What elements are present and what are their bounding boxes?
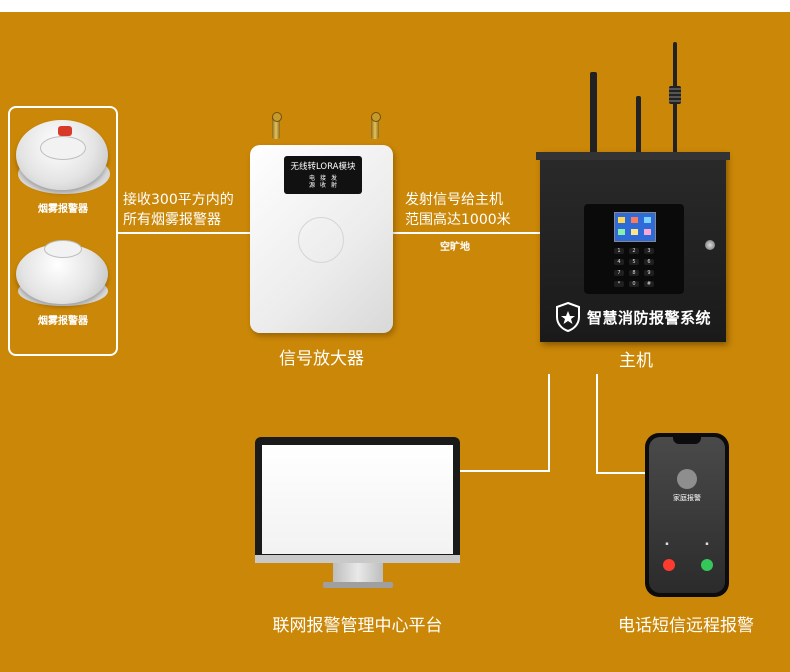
- link-host-note: 空旷地: [440, 242, 470, 253]
- detector-red-indicator: [58, 126, 72, 136]
- wire-host-platform-horizontal: [460, 470, 550, 472]
- monitor: [255, 437, 460, 563]
- host-antenna-2: [636, 96, 641, 154]
- smoke-detector-bottom-vent: [44, 240, 82, 258]
- wire-host-platform-vertical: [548, 374, 550, 472]
- amplifier-antenna-left-tip: [272, 112, 282, 122]
- host-top-edge: [536, 152, 730, 160]
- host-key-0[interactable]: 0: [629, 281, 639, 287]
- amplifier-antenna-left: [272, 117, 280, 139]
- host-key-2[interactable]: 2: [629, 248, 639, 254]
- host-key-star[interactable]: *: [614, 281, 624, 287]
- mobile-phone: 家庭报警 ▪ ▪: [645, 433, 729, 597]
- host-key-9[interactable]: 9: [644, 270, 654, 276]
- detector-label-bottom: 烟雾报警器: [38, 316, 88, 327]
- amplifier-indicator-receive: 接收: [319, 175, 326, 189]
- phone-notch: [673, 437, 701, 444]
- amplifier-screen: 无线转LORA模块 电源 接收 发射: [284, 156, 362, 194]
- detector-label-top: 烟雾报警器: [38, 204, 88, 215]
- top-border: [0, 0, 790, 12]
- host-brand-title: 智慧消防报警系统: [587, 309, 712, 327]
- host-key-1[interactable]: 1: [614, 248, 624, 254]
- host-control-panel: 1 2 3 4 5 6 7 8 9 * 0 #: [584, 204, 684, 294]
- host-brand-badge: 智慧消防报警系统: [555, 302, 713, 334]
- link-host-line1: 发射信号给主机: [405, 192, 503, 208]
- host-key-6[interactable]: 6: [644, 259, 654, 265]
- host-antenna-3-coil: [669, 86, 681, 104]
- host-unit: 1 2 3 4 5 6 7 8 9 * 0 # 智慧消防报警系统: [540, 152, 726, 342]
- detector-panel: 烟雾报警器 烟雾报警器: [8, 106, 118, 356]
- amplifier-antenna-right: [371, 117, 379, 139]
- amplifier-indicator-power: 电源: [308, 175, 315, 189]
- wire-host-phone-horizontal: [596, 472, 646, 474]
- shield-icon: [556, 302, 580, 332]
- host-key-7[interactable]: 7: [614, 270, 624, 276]
- wire-amplifier-host: [393, 232, 540, 234]
- amplifier-caption: 信号放大器: [279, 349, 364, 369]
- host-key-5[interactable]: 5: [629, 259, 639, 265]
- host-lcd-display: [614, 212, 656, 242]
- phone-screen: 家庭报警 ▪ ▪: [649, 437, 725, 593]
- host-caption: 主机: [619, 351, 653, 371]
- host-key-8[interactable]: 8: [629, 270, 639, 276]
- monitor-screen: [262, 445, 453, 554]
- caller-avatar: [677, 469, 697, 489]
- host-antenna-1: [590, 72, 597, 154]
- link-host-line2: 范围高达1000米: [405, 212, 511, 228]
- decline-call-button[interactable]: [663, 559, 675, 571]
- host-lock-icon: [705, 240, 715, 250]
- signal-amplifier: 无线转LORA模块 电源 接收 发射: [250, 145, 393, 333]
- amplifier-logo-circle: [298, 217, 344, 263]
- monitor-stand: [333, 563, 383, 583]
- phone-small-icon-left: ▪: [665, 541, 669, 547]
- platform-caption: 联网报警管理中心平台: [272, 616, 443, 636]
- monitor-foot: [323, 582, 393, 588]
- host-key-4[interactable]: 4: [614, 259, 624, 265]
- amplifier-antenna-right-tip: [371, 112, 381, 122]
- link-amp-line2: 所有烟雾报警器: [123, 212, 221, 228]
- amplifier-indicator-transmit: 发射: [330, 175, 337, 189]
- link-amp-line1: 接收300平方内的: [123, 192, 234, 208]
- host-key-3[interactable]: 3: [644, 248, 654, 254]
- phone-small-icon-right: ▪: [705, 541, 709, 547]
- wire-detectors-amplifier: [116, 232, 250, 234]
- accept-call-button[interactable]: [701, 559, 713, 571]
- amplifier-screen-title: 无线转LORA模块: [290, 162, 356, 172]
- caller-name: 家庭报警: [673, 494, 701, 502]
- phone-caption: 电话短信远程报警: [618, 616, 754, 636]
- wire-host-phone-vertical: [596, 374, 598, 474]
- monitor-chin: [255, 555, 460, 563]
- smoke-detector-top-vent: [40, 136, 86, 160]
- host-key-hash[interactable]: #: [644, 281, 654, 287]
